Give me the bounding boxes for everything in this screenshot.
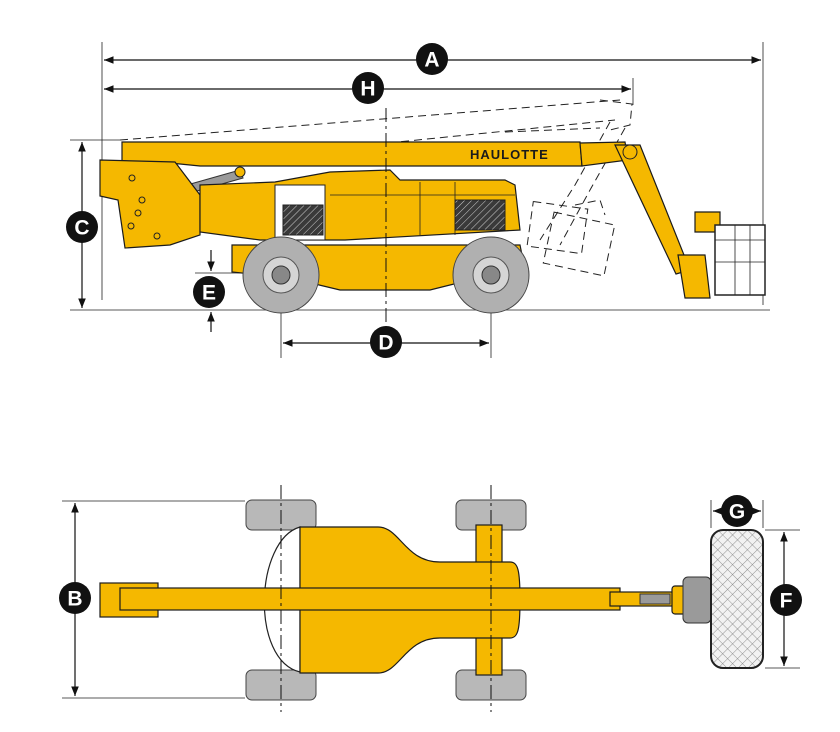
- top-jib-cylinder: [639, 593, 671, 605]
- badge-e-label: E: [202, 282, 216, 305]
- side-view: HAULOTTE: [70, 42, 770, 358]
- rear-wheel: [452, 236, 530, 314]
- badge-a-label: A: [424, 49, 439, 72]
- raised-boom-outline: [119, 99, 633, 277]
- top-basket: [710, 529, 764, 669]
- badge-g: G: [721, 495, 753, 527]
- top-view: [62, 485, 800, 712]
- badge-e: E: [193, 276, 225, 308]
- badge-d: D: [370, 326, 402, 358]
- brand-label: HAULOTTE: [470, 147, 549, 162]
- badge-a: A: [416, 43, 448, 75]
- front-wheel: [242, 236, 320, 314]
- badge-f-label: F: [780, 590, 793, 613]
- counterweight: [99, 159, 201, 249]
- badge-h: H: [352, 72, 384, 104]
- badge-c-label: C: [74, 217, 89, 240]
- jib-and-basket: [614, 144, 766, 299]
- badge-f: F: [770, 584, 802, 616]
- badge-d-label: D: [378, 332, 393, 355]
- basket: [714, 224, 766, 296]
- badge-b-label: B: [67, 588, 82, 611]
- top-rotator-ring: [682, 576, 712, 624]
- badge-c: C: [66, 211, 98, 243]
- badge-g-label: G: [729, 501, 745, 524]
- badge-b: B: [59, 582, 91, 614]
- top-boom: [119, 587, 621, 611]
- badge-h-label: H: [360, 78, 375, 101]
- engine-housing: [199, 169, 521, 241]
